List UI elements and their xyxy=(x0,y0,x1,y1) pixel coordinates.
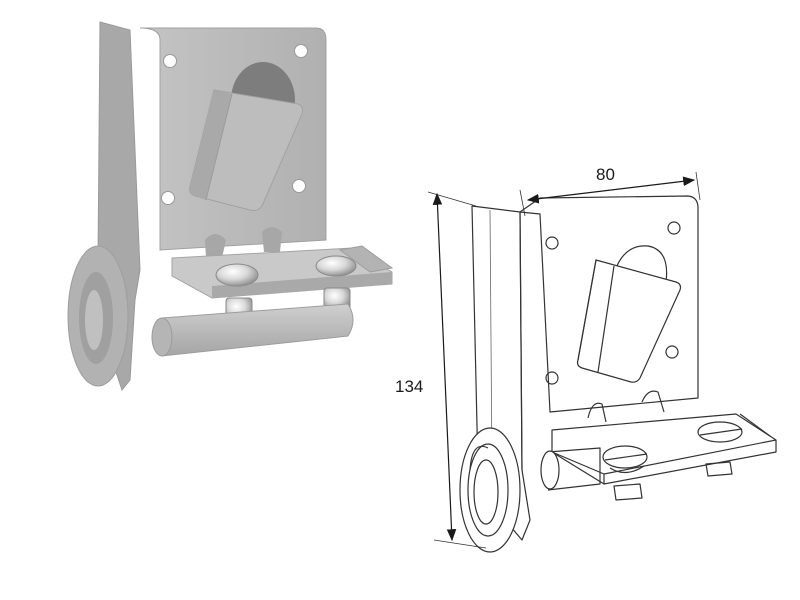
line-drawing-view xyxy=(459,195,777,553)
width-label: 80 xyxy=(596,165,615,184)
drawing-tube xyxy=(547,447,601,491)
rendered-hole-bottom-left xyxy=(161,191,175,205)
rendered-bolt-right xyxy=(315,255,357,277)
dimension-height: 134 xyxy=(395,191,487,549)
drawing-sleeve xyxy=(576,259,682,383)
rendered-view xyxy=(67,21,394,392)
drawing-hole-bottom-right xyxy=(665,345,679,359)
dimension-width: 80 xyxy=(519,165,701,217)
rendered-hole-top-left xyxy=(163,54,177,68)
drawing-hole-top-right xyxy=(667,221,681,235)
rendered-hole-bottom-right xyxy=(292,179,306,193)
width-dimension-line xyxy=(526,176,696,204)
rendered-bolt-left xyxy=(215,263,259,287)
drawing-hole-bottom-left xyxy=(545,371,559,385)
height-dimension-line xyxy=(432,192,457,542)
rendered-hole-top-right xyxy=(294,44,308,58)
rendered-tube xyxy=(161,303,354,357)
drawing-bearing-cup xyxy=(459,427,521,553)
height-label: 134 xyxy=(395,377,423,396)
drawing-hole-top-left xyxy=(545,236,559,250)
